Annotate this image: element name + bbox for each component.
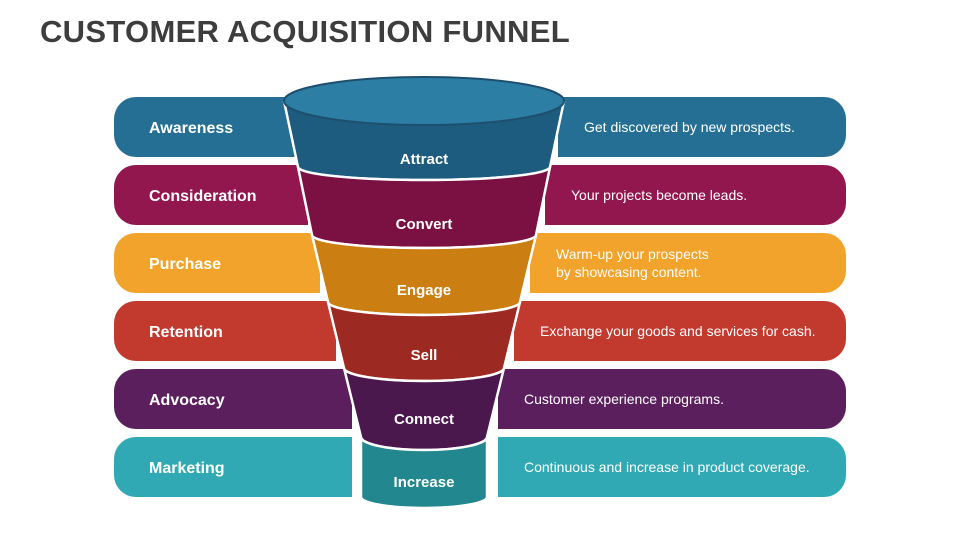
page-title: CUSTOMER ACQUISITION FUNNEL (40, 14, 570, 49)
funnel-label-engage: Engage (397, 282, 451, 299)
description-band-6 (498, 437, 846, 497)
description-text: Customer experience programs. (524, 391, 724, 407)
description-text: Get discovered by new prospects. (584, 119, 795, 135)
funnel (282, 76, 566, 510)
description-band-2 (545, 165, 846, 225)
funnel-opening (283, 76, 565, 126)
stage-band-retention (114, 301, 336, 361)
description-band-4 (514, 301, 846, 361)
stage-label-advocacy: Advocacy (149, 392, 225, 409)
stage-band-consideration (114, 165, 308, 225)
stage-band-marketing (114, 437, 352, 497)
funnel-label-increase: Increase (394, 474, 455, 491)
description-text: Warm-up your prospects (556, 246, 709, 262)
funnel-segment-connect (342, 367, 506, 452)
stage-band-advocacy (114, 369, 352, 429)
funnel-segment-engage (310, 234, 538, 317)
description-band-3 (530, 233, 846, 293)
description-text: Continuous and increase in product cover… (524, 459, 810, 475)
funnel-label-connect: Connect (394, 411, 454, 428)
funnel-segment-increase (359, 436, 489, 510)
description-text: by showcasing content. (556, 264, 702, 280)
stage-label-purchase: Purchase (149, 256, 221, 273)
stage-label-retention: Retention (149, 324, 223, 341)
funnel-label-convert: Convert (396, 216, 453, 233)
funnel-label-attract: Attract (400, 151, 448, 168)
funnel-segment-sell (326, 301, 522, 383)
funnel-segment-convert (296, 166, 552, 250)
stage-label-marketing: Marketing (149, 460, 225, 477)
description-band-5 (498, 369, 846, 429)
stage-label-awareness: Awareness (149, 120, 233, 137)
description-band-1 (558, 97, 846, 157)
stage-band-purchase (114, 233, 320, 293)
stage-label-consideration: Consideration (149, 188, 257, 205)
stage-band-awareness (114, 97, 298, 157)
description-text: Exchange your goods and services for cas… (540, 323, 816, 339)
description-bands-right (498, 97, 846, 497)
funnel-label-sell: Sell (411, 347, 438, 364)
stage-bands-left (114, 97, 352, 497)
description-text: Your projects become leads. (571, 187, 747, 203)
